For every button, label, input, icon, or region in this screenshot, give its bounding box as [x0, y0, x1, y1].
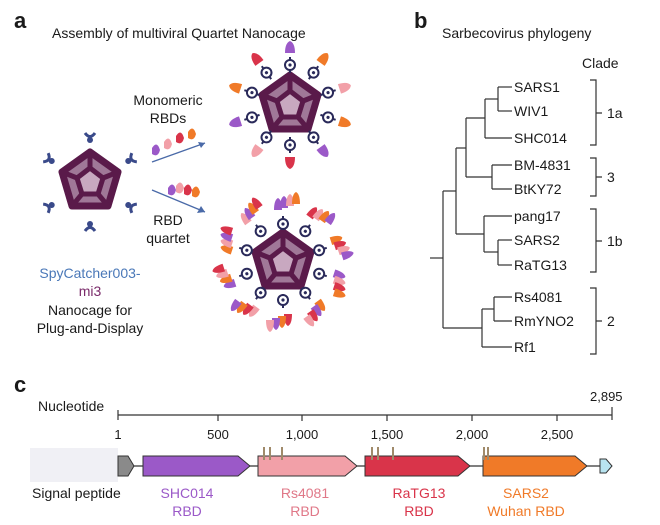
axis-tick-label: 2,500	[540, 427, 574, 442]
rs4081-rbd-arrow	[257, 455, 358, 477]
panel-a-title: Assembly of multiviral Quartet Nanocage	[52, 25, 306, 41]
panel-c-letter: c	[14, 372, 27, 397]
taxon-label: RmYNO2	[514, 313, 574, 329]
taxon-label: Rs4081	[514, 289, 563, 305]
taxon-label: SHC014	[514, 130, 567, 146]
segment-sub-label: RBD	[172, 503, 202, 519]
nanocage-label-line1: Nanocage for	[47, 302, 133, 318]
segment-name-label: Rs4081	[280, 485, 330, 501]
quartet-rbd-icon	[151, 182, 206, 213]
quartet-label-line1: RBD	[153, 212, 183, 228]
panel-b-title: Sarbecovirus phylogeny	[442, 25, 592, 41]
phylogeny-tree	[430, 79, 602, 355]
mi3-label: mi3	[78, 283, 102, 299]
segment-sub-label: RBD	[290, 503, 320, 519]
panel-a-letter: a	[14, 8, 27, 33]
taxon-label: BtKY72	[514, 181, 562, 197]
clade-label: 3	[607, 169, 615, 185]
signal-peptide-arrow	[117, 455, 135, 477]
panel-b-letter: b	[414, 8, 428, 33]
taxon-label: Rf1	[514, 339, 536, 355]
nanocage-illustration	[41, 41, 354, 332]
signal-band	[30, 448, 118, 482]
sars2-rbd-arrow	[482, 455, 588, 477]
segment-sub-label: Wuhan RBD	[487, 503, 565, 519]
end-tag-arrow	[599, 458, 613, 474]
max-nucleotide-label: 2,895	[590, 389, 623, 404]
monomeric-rbd-icons	[151, 128, 206, 163]
axis-tick-label: 2,000	[455, 427, 489, 442]
spycatcher-label: SpyCatcher003-	[39, 265, 141, 281]
ratg13-rbd-arrow	[364, 455, 471, 477]
segment-name-label: SHC014	[160, 485, 214, 501]
axis-tick-label: 1,000	[285, 427, 319, 442]
taxon-label: SARS1	[514, 79, 560, 95]
clade-label: 1a	[607, 105, 623, 121]
clade-header: Clade	[582, 55, 619, 71]
monomeric-nanocage-icon	[229, 41, 351, 169]
segment-sub-label: RBD	[404, 503, 434, 519]
taxon-label: WIV1	[514, 103, 549, 119]
axis-tick-label: 1	[114, 427, 122, 442]
clade-label: 1b	[607, 233, 623, 249]
taxon-label: pang17	[514, 208, 561, 224]
taxon-label: RaTG13	[514, 257, 567, 273]
nucleotide-axis	[117, 407, 613, 421]
signal-peptide-label: Signal peptide	[32, 485, 121, 501]
taxon-label: SARS2	[514, 232, 560, 248]
quartet-label-line2: quartet	[146, 230, 190, 246]
segment-name-label: SARS2	[503, 485, 549, 501]
segment-name-label: RaTG13	[392, 485, 446, 501]
nucleotide-label: Nucleotide	[38, 398, 105, 414]
axis-tick-label: 1,500	[370, 427, 404, 442]
axis-tick-label: 500	[207, 427, 229, 442]
nanocage-label-line2: Plug-and-Display	[36, 320, 144, 336]
shc014-rbd-arrow	[142, 455, 251, 477]
linker-marks	[263, 447, 489, 460]
quartet-nanocage-icon	[212, 192, 354, 332]
taxon-label: BM-4831	[514, 157, 571, 173]
monomeric-label-line2: RBDs	[149, 110, 187, 126]
clade-label: 2	[607, 313, 615, 329]
monomeric-label-line1: Monomeric	[133, 92, 203, 108]
